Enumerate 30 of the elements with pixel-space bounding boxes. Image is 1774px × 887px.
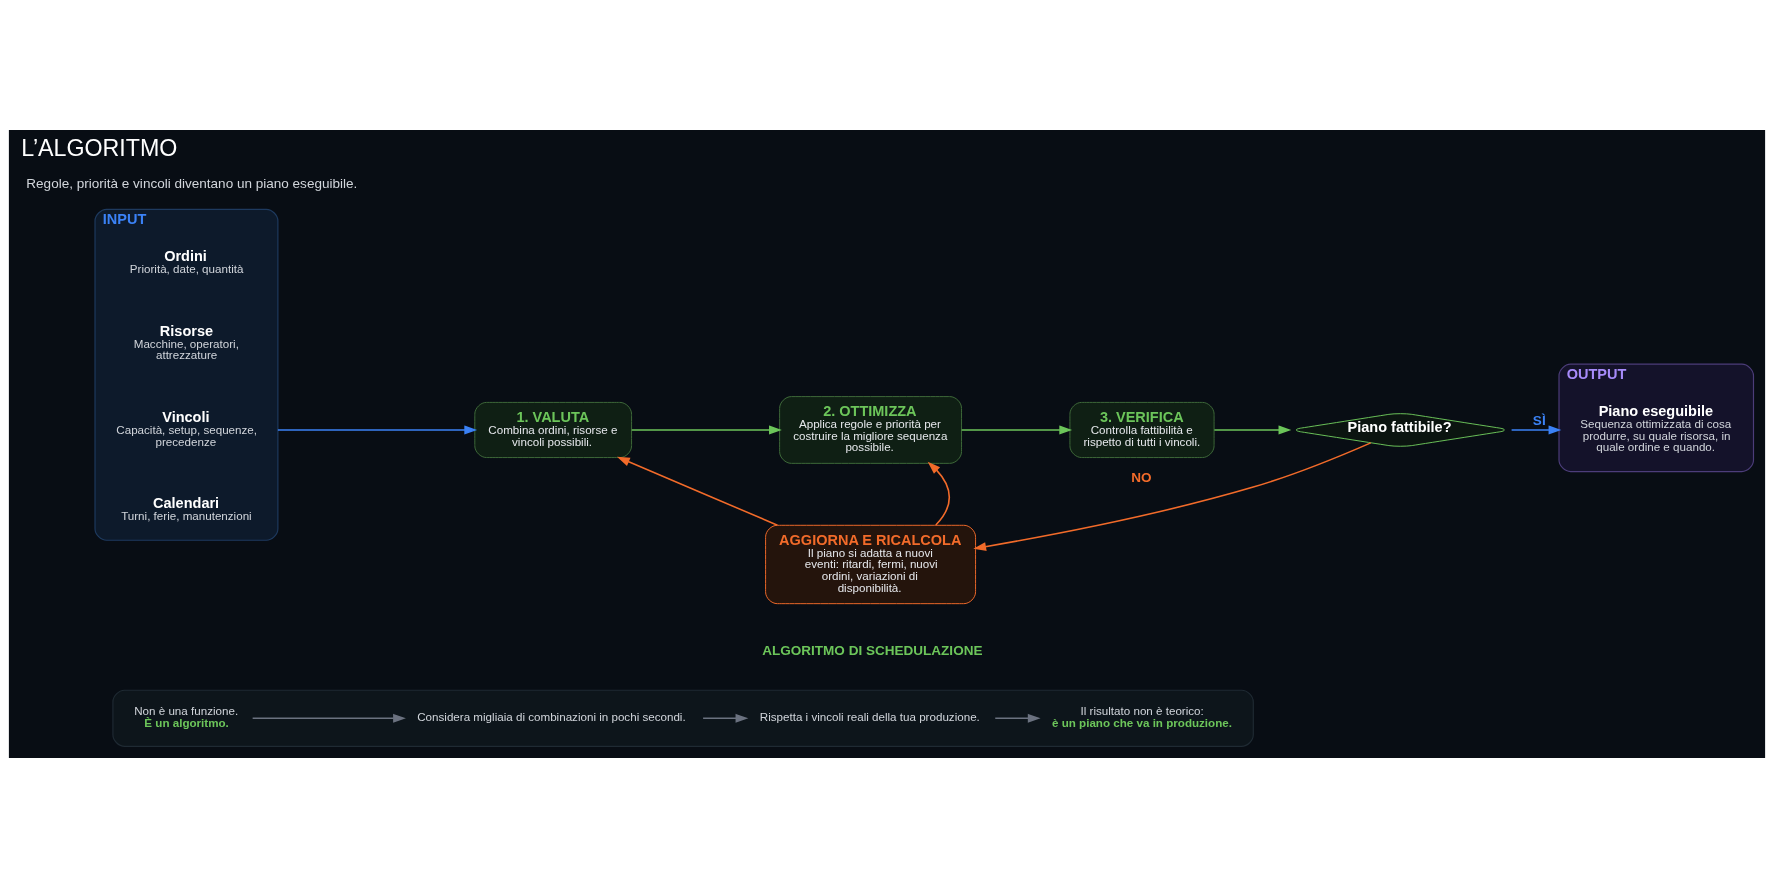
arrow [927, 461, 951, 526]
label: Regole, priorità e vincoli diventano un piano eseguibile. [26, 175, 358, 191]
arrow [251, 713, 406, 723]
arrow [994, 713, 1041, 723]
arrow [616, 456, 779, 526]
label: ALGORITMO DI SCHEDULAZIONE [762, 642, 983, 658]
arrow [702, 713, 749, 723]
arrow [973, 441, 1372, 551]
node-text: Considera migliaia di combinazioni in pochi secondi. [417, 709, 686, 723]
arrow [1213, 425, 1292, 434]
node-box: 2. OTTIMIZZA Applica regole e priorità per costruire la migliore sequenza possibile. [779, 395, 962, 464]
arrow [630, 425, 782, 434]
arrow [277, 425, 478, 434]
edge-label: SÌ [1532, 412, 1546, 428]
node-text: Calendari Turni, ferie, manutenzioni [121, 494, 252, 522]
node-box: AGGIORNA E RICALCOLA Il piano si adatta a nuovi eventi: ritardi, fermi, nuovi ordini, variazioni di disponibilità. [765, 524, 977, 604]
node-text: Ordini Priorità, date, quantità [129, 247, 244, 275]
edge-label: NO [1131, 469, 1152, 485]
node-text: Rispetta i vincoli reali della tua produzione. [759, 709, 980, 723]
node-text: Risorse Macchine, operatori, attrezzature [133, 322, 239, 361]
node-box: 1. VALUTA Combina ordini, risorse e vincoli possibili. [474, 401, 633, 458]
node-text: Il risultato non è teorico: è un piano che va in produzione. [1052, 703, 1232, 729]
node-text: Non è una funzione. È un algoritmo. [134, 703, 239, 729]
arrow [1510, 425, 1562, 434]
node-text: Vincoli Capacità, setup, sequenze, precedenze [116, 408, 257, 448]
cluster [112, 689, 1254, 747]
node-text: Piano eseguibile Sequenza ottimizzata di cosa produrre, su quale risorsa, in quale ordine e quando. [1580, 402, 1732, 453]
diagram-title: L’ALGORITMO [21, 134, 178, 161]
node-box: 3. VERIFICA Controlla fattibilità e rispetto di tutti i vincoli. [1069, 401, 1215, 458]
arrow [960, 425, 1073, 434]
